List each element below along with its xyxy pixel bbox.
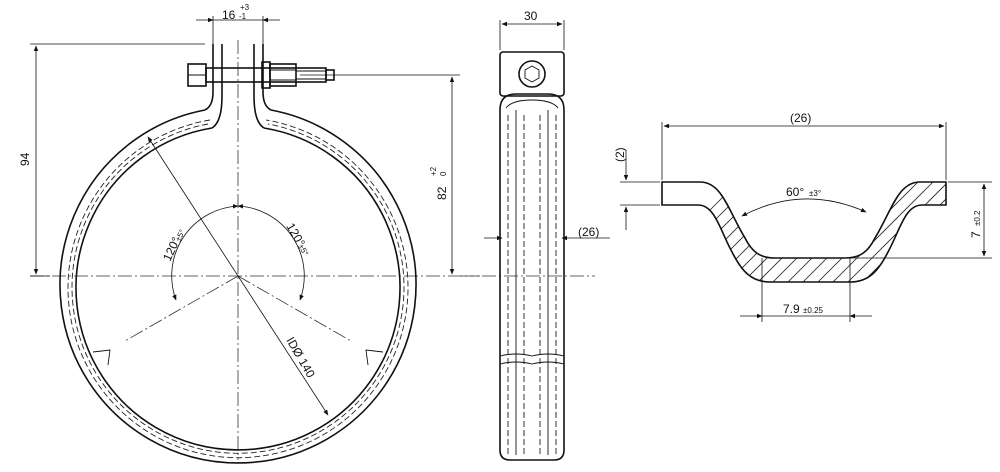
height-82-label: 82 <box>435 186 449 200</box>
profile-outline <box>661 181 947 283</box>
profile-width-label: (26) <box>790 111 811 125</box>
angle-right-tol: ±5° <box>296 243 310 258</box>
profile-bottom-label: 7.9 <box>783 302 800 316</box>
hex-socket-icon <box>524 65 540 83</box>
profile-angle-label: 60° <box>786 185 804 199</box>
height-94-label: 94 <box>18 152 32 166</box>
side-view: 30 (26) <box>460 9 610 461</box>
bolt-head-circle <box>518 60 546 88</box>
side-ref-label: (26) <box>578 225 599 239</box>
angle-left-tol: ±5° <box>174 228 187 243</box>
profile-thickness-label: (2) <box>613 147 627 162</box>
width-16-tol-plus: +3 <box>240 3 250 12</box>
bolt-block <box>499 51 565 97</box>
profile-depth-label: 7 <box>969 231 983 238</box>
front-view: 16 +3 -1 94 82 +2 0 120° ±5° 120° ±5° ID… <box>18 3 480 464</box>
left-angle-arc <box>171 204 239 301</box>
diameter-dimension-line <box>147 136 329 416</box>
section-hatching <box>662 182 946 282</box>
lower-left-axis-line <box>124 275 239 342</box>
profile-angle-arc <box>741 198 867 217</box>
profile-section: (26) (2) 60° ±3° 7 ±0.2 7.9 ±0.25 <box>613 111 992 322</box>
height-82-tol-plus: +2 <box>429 166 438 176</box>
height-82-tol-zero: 0 <box>439 171 448 176</box>
side-width-label: 30 <box>524 9 538 23</box>
profile-angle-tol: ±3° <box>809 189 821 198</box>
strap-body <box>499 110 565 461</box>
lower-right-axis-line <box>237 275 352 342</box>
profile-depth-tol: ±0.2 <box>973 210 982 226</box>
clamp-band <box>59 44 417 464</box>
width-16-label: 16 <box>222 8 236 22</box>
profile-bottom-tol: ±0.25 <box>803 306 824 315</box>
width-16-tol-minus: -1 <box>239 12 247 21</box>
